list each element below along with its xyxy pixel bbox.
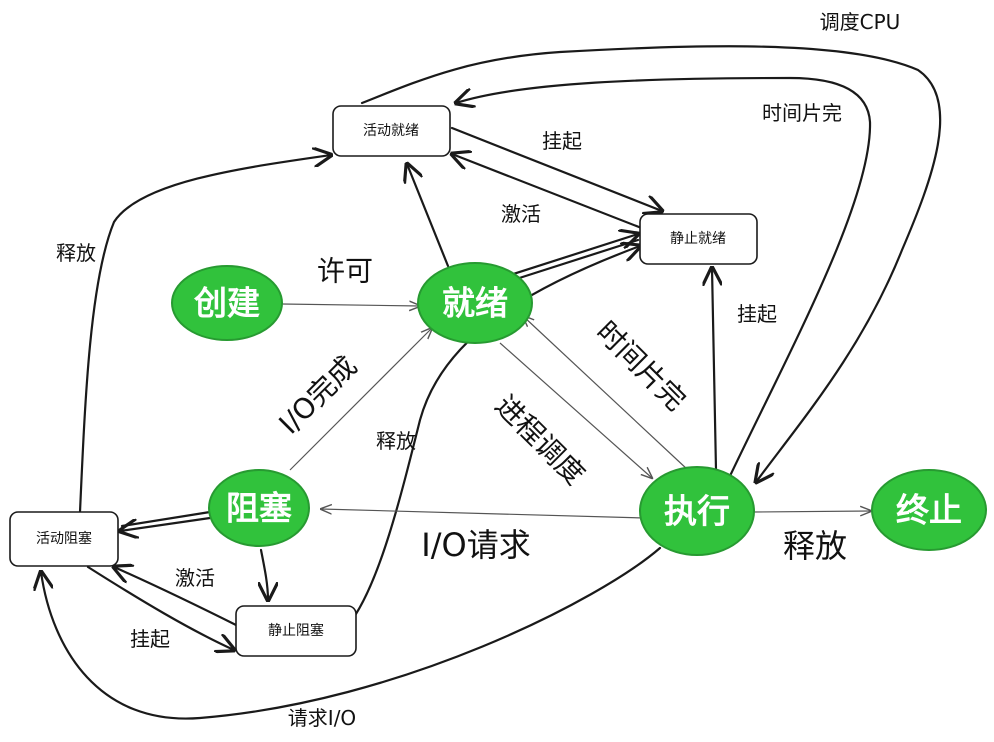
state-ready: 就绪 <box>417 262 533 344</box>
arrow-ready-to-running <box>499 342 652 478</box>
arrow-active-blocked-to-static-blocked <box>86 565 234 650</box>
arrow-running-to-terminated <box>752 511 871 512</box>
box-static-blocked-label: 静止阻塞 <box>268 622 324 639</box>
label-schedule-cpu: 调度CPU <box>820 10 901 34</box>
arrow-blocked-to-active-blocked-b <box>120 516 212 531</box>
label-activate-blocked: 激活 <box>175 566 215 590</box>
label-time-slice-top: 时间片完 <box>762 101 842 125</box>
box-active-blocked: 活动阻塞 <box>9 511 119 567</box>
label-activate-ready: 激活 <box>501 202 541 226</box>
arrow-running-to-ready <box>523 316 689 471</box>
arrow-ready-to-static-ready-b <box>505 234 638 278</box>
label-suspend-running: 挂起 <box>737 302 777 326</box>
label-time-slice: 时间片完 <box>590 315 693 418</box>
label-io-complete: I/O完成 <box>272 349 363 440</box>
arrow-create-to-ready <box>281 304 420 306</box>
label-dispatch: 进程调度 <box>489 389 592 492</box>
arrow-active-blocked-to-active-ready <box>78 155 331 514</box>
box-static-ready-label: 静止就绪 <box>670 231 726 247</box>
box-active-ready-label: 活动就绪 <box>363 123 419 139</box>
state-running-label: 执行 <box>664 492 730 531</box>
arrow-active-ready-to-running <box>360 45 942 482</box>
state-terminated-label: 终止 <box>896 491 962 530</box>
arrow-running-to-active-ready <box>456 76 872 480</box>
state-create: 创建 <box>171 265 283 341</box>
label-release-left: 释放 <box>56 241 96 265</box>
arrow-static-ready-to-active-ready <box>452 154 646 231</box>
arrow-running-to-active-blocked <box>41 546 662 720</box>
state-blocked: 阻塞 <box>208 469 310 547</box>
label-request-io: 请求I/O <box>288 706 356 730</box>
label-release-static-blocked: 释放 <box>376 429 416 453</box>
state-create-label: 创建 <box>193 284 260 323</box>
arrow-ready-to-static-ready-a <box>508 238 640 283</box>
label-permit: 许可 <box>317 255 373 288</box>
arrow-running-to-static-ready <box>712 268 716 472</box>
state-running: 执行 <box>639 466 755 556</box>
arrow-static-blocked-to-static-ready <box>350 246 640 622</box>
state-terminated: 终止 <box>871 469 987 551</box>
arrow-active-ready-to-static-ready <box>450 126 662 211</box>
arrow-running-to-blocked <box>321 509 645 519</box>
box-static-blocked: 静止阻塞 <box>235 605 357 657</box>
box-active-ready: 活动就绪 <box>332 105 451 157</box>
label-suspend-blocked: 挂起 <box>130 627 170 651</box>
box-active-blocked-label: 活动阻塞 <box>36 530 92 547</box>
arrow-static-blocked-to-active-blocked <box>114 567 240 628</box>
state-ready-label: 就绪 <box>442 284 508 323</box>
arrow-ready-to-active-ready <box>407 164 450 268</box>
label-io-request: I/O请求 <box>421 526 530 564</box>
state-blocked-label: 阻塞 <box>226 489 292 528</box>
box-static-ready: 静止就绪 <box>639 213 758 265</box>
label-suspend-ready: 挂起 <box>542 129 582 153</box>
label-release-terminate: 释放 <box>783 527 847 565</box>
arrow-blocked-to-static-blocked <box>261 548 268 600</box>
arrow-blocked-to-ready <box>289 328 432 471</box>
